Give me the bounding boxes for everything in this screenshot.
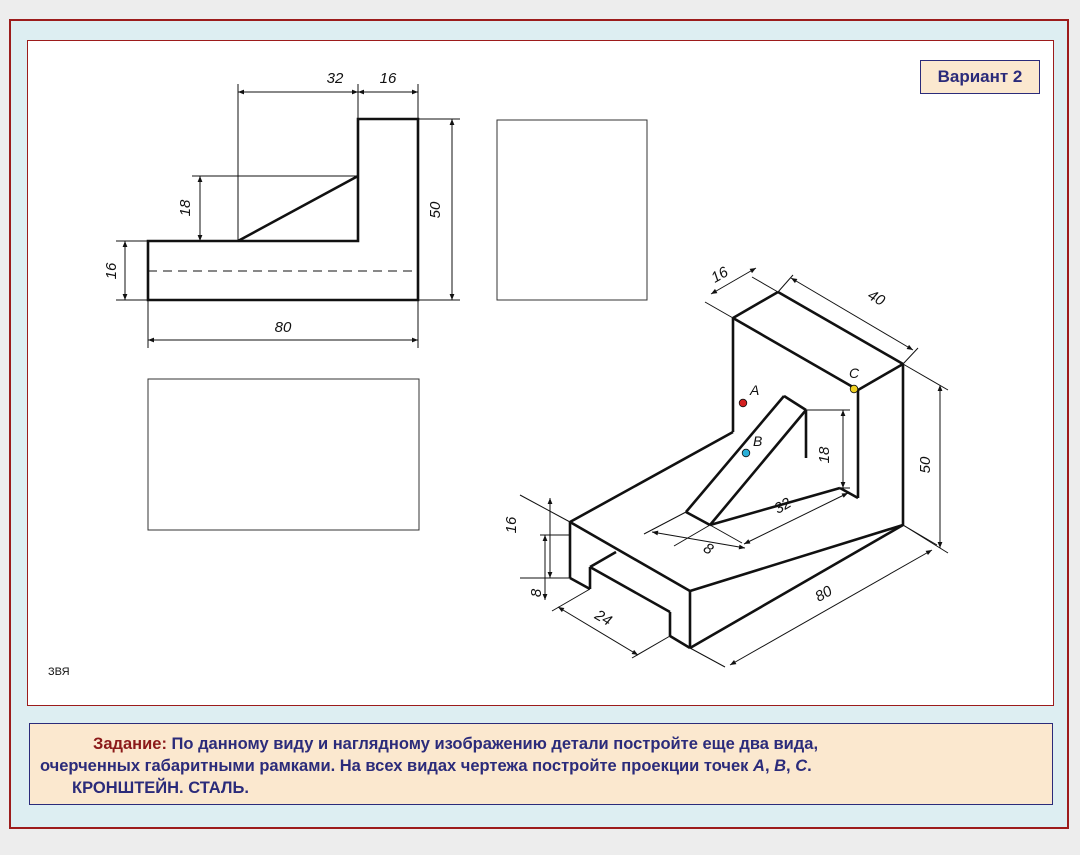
iso-dim-80: 80 [812,582,836,605]
front-dim-16-left: 16 [103,262,120,279]
iso-dim-32: 32 [771,494,795,517]
task-text-1: По данному виду и наглядному изображению… [171,735,819,753]
iso-dim-24: 24 [591,606,615,630]
point-c-label: C [849,365,860,381]
iso-dim-18: 18 [816,446,833,463]
point-c-marker [849,384,859,394]
iso-dim-50: 50 [917,456,934,473]
iso-dimension-lines [519,267,949,668]
iso-dim-8-groove: 8 [528,588,545,597]
task-panel: Задание: По данному виду и наглядному из… [29,723,1053,805]
task-heading: Задание: [93,735,167,753]
task-point-c: C [795,757,808,775]
iso-dim-16-base: 16 [503,516,520,533]
front-view: 32 16 18 16 50 80 [103,70,460,348]
point-b-marker [741,448,751,458]
task-point-b: B [774,757,787,775]
variant-label: Вариант 2 [920,60,1040,94]
task-part-name: КРОНШТЕЙН. СТАЛЬ. [72,779,249,797]
point-a-label: A [749,382,759,398]
front-view-dimension-lines [116,84,460,348]
front-dim-18: 18 [177,199,194,216]
isometric-view: 16 40 50 18 32 8 16 8 24 80 A B C [503,263,949,668]
front-dim-16-top: 16 [380,70,397,87]
task-point-a: A [753,757,765,775]
task-sep-1: , [764,757,775,775]
task-line-2: очерченных габаритными рамками. На всех … [40,755,812,777]
point-b-label: B [753,433,762,449]
task-sep-2: , [786,757,796,775]
front-dim-50: 50 [427,201,444,218]
point-a-marker [738,398,748,408]
task-line-3: КРОНШТЕЙН. СТАЛЬ. [72,777,249,799]
front-dim-80: 80 [275,319,292,336]
task-line-1: Задание: По данному виду и наглядному из… [93,733,818,755]
front-view-slope-line [237,174,359,243]
task-text-2: очерченных габаритными рамками. На всех … [40,757,754,775]
iso-dim-40: 40 [865,287,889,310]
iso-dim-8-rib: 8 [700,540,716,559]
top-view-frame [147,378,420,531]
task-end: . [807,757,812,775]
iso-dim-16-top: 16 [708,263,732,286]
front-dim-32: 32 [327,70,344,87]
side-view-frame [496,119,648,301]
author-code: ЗВЯ [48,666,70,678]
